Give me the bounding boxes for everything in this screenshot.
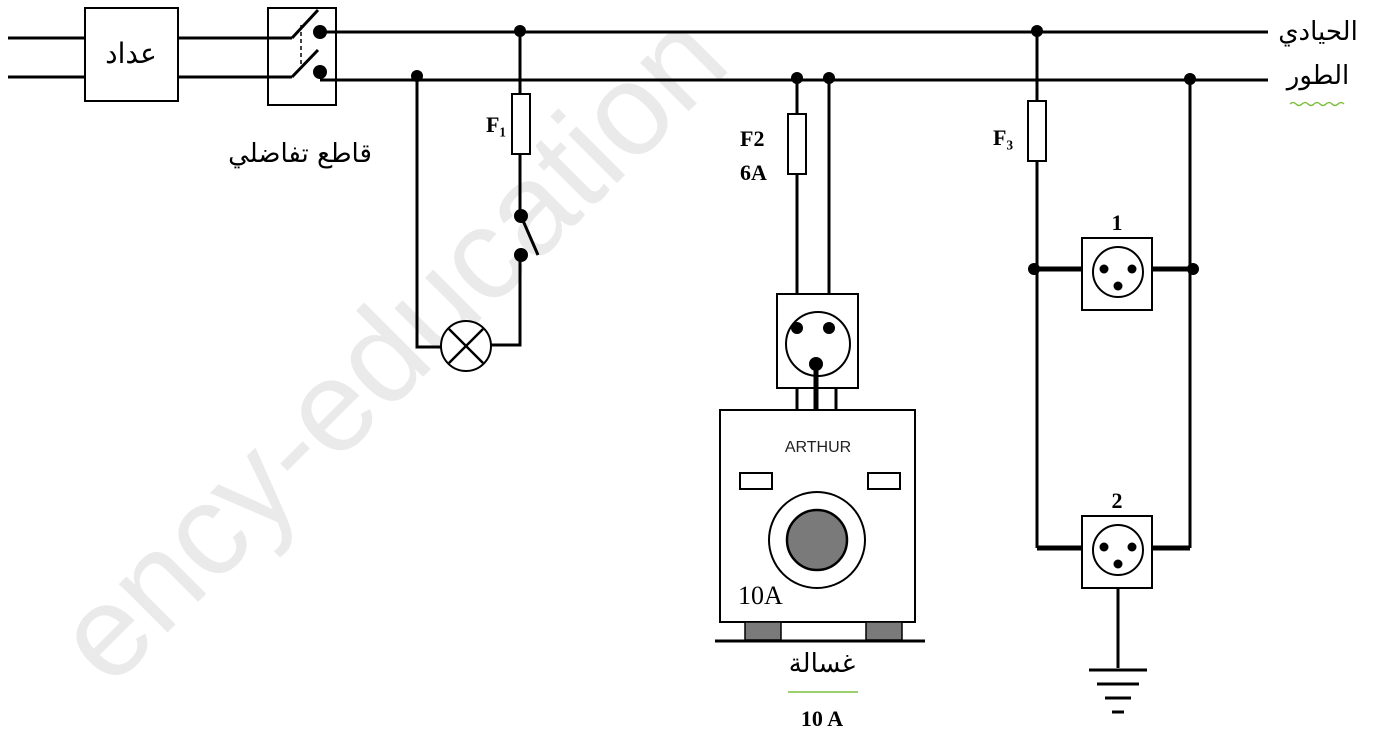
fuse-f3-label: F₃ (993, 125, 1013, 150)
washing-machine: ARTHUR 10A غسالة 10 A (715, 409, 925, 731)
washer-name: غسالة (789, 649, 856, 679)
lamp-circuit: F₁ (411, 25, 540, 372)
washer-socket (776, 293, 859, 417)
washer-foot-left (744, 621, 782, 641)
socket-2: 2 (1037, 488, 1190, 589)
supply-wires (8, 36, 268, 79)
socket-1-label: 1 (1112, 210, 1123, 235)
fuse-f2 (787, 113, 807, 175)
watermark: ency-education (27, 0, 754, 710)
lamp-icon (440, 320, 492, 372)
phase-label: الطور (1285, 61, 1349, 91)
spellcheck-underline (1289, 101, 1345, 107)
meter: عداد (84, 7, 179, 102)
breaker-label: قاطع تفاضلي (228, 139, 372, 169)
washer-drum (785, 508, 849, 572)
washer-rating: 10 A (801, 706, 843, 731)
fuse-f2-label: F2 (740, 126, 764, 151)
socket-2-label: 2 (1112, 488, 1123, 513)
washer-circuit: F2 6A (740, 72, 835, 326)
washer-current: 10A (738, 581, 783, 610)
fuse-f1-label: F₁ (486, 112, 506, 137)
differential-breaker: قاطع تفاضلي (228, 7, 372, 169)
washer-brand: ARTHUR (785, 439, 851, 456)
washer-foot-right (865, 621, 903, 641)
meter-label: عداد (105, 37, 157, 70)
sockets-circuit: F₃ (993, 25, 1199, 548)
fuse-f1 (511, 93, 531, 155)
fuse-f3 (1027, 100, 1047, 162)
ground-icon (1089, 588, 1147, 714)
neutral-label: الحيادي (1278, 17, 1358, 47)
fuse-f2-rating: 6A (740, 160, 767, 185)
socket-1: 1 (1034, 210, 1193, 311)
